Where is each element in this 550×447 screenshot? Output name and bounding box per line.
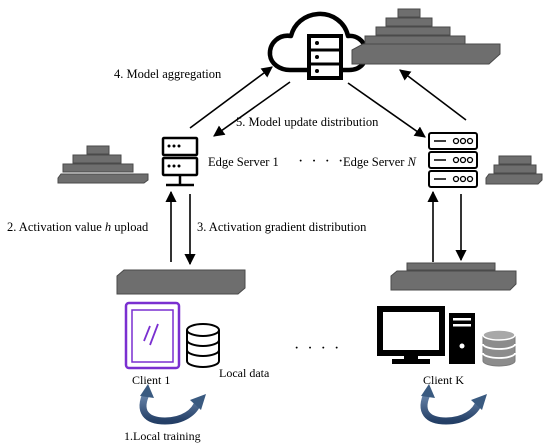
- label-client-k: Client K: [423, 373, 464, 387]
- cycle-arrow-icon-client-1: [139, 384, 206, 425]
- label-activation-upload: 2. Activation value h upload: [7, 220, 149, 234]
- edge-model-stack-right: [485, 155, 543, 185]
- label-local-data: Local data: [219, 366, 270, 380]
- edge-server-n-icon: [428, 132, 478, 188]
- tablet-icon: [124, 301, 181, 370]
- distribution-arrow-left: [213, 81, 291, 137]
- label-client-1: Client 1: [132, 373, 170, 387]
- label-local-training: 1.Local training: [124, 429, 201, 443]
- aggregation-arrow-left: [189, 66, 273, 129]
- label-edge-server-n: Edge Server N: [343, 155, 417, 169]
- cycle-arrow-icon-client-k: [420, 384, 487, 425]
- server-ellipsis: · · · ·: [298, 153, 345, 170]
- label-edge-server-1: Edge Server 1: [208, 155, 279, 169]
- global-model-stack: [351, 8, 501, 65]
- client-1-model-block: [116, 269, 246, 295]
- label-activation-gradient: 3. Activation gradient distribution: [197, 220, 367, 234]
- edge-server-1-icon: [161, 136, 199, 187]
- label-model-aggregation: 4. Model aggregation: [114, 67, 222, 81]
- distribution-arrow-right: [347, 82, 426, 138]
- client-k-model-stack: [390, 262, 517, 291]
- database-icon-client-k: [482, 329, 516, 367]
- client-ellipsis: · · · ·: [294, 340, 341, 357]
- aggregation-arrow-right: [399, 69, 467, 121]
- edge-model-stack-left: [57, 145, 149, 184]
- database-icon: [186, 323, 220, 368]
- cloud-server-icon: [307, 34, 343, 80]
- label-model-update-distribution: 5. Model update distribution: [236, 115, 379, 129]
- desktop-computer-icon: [377, 306, 475, 364]
